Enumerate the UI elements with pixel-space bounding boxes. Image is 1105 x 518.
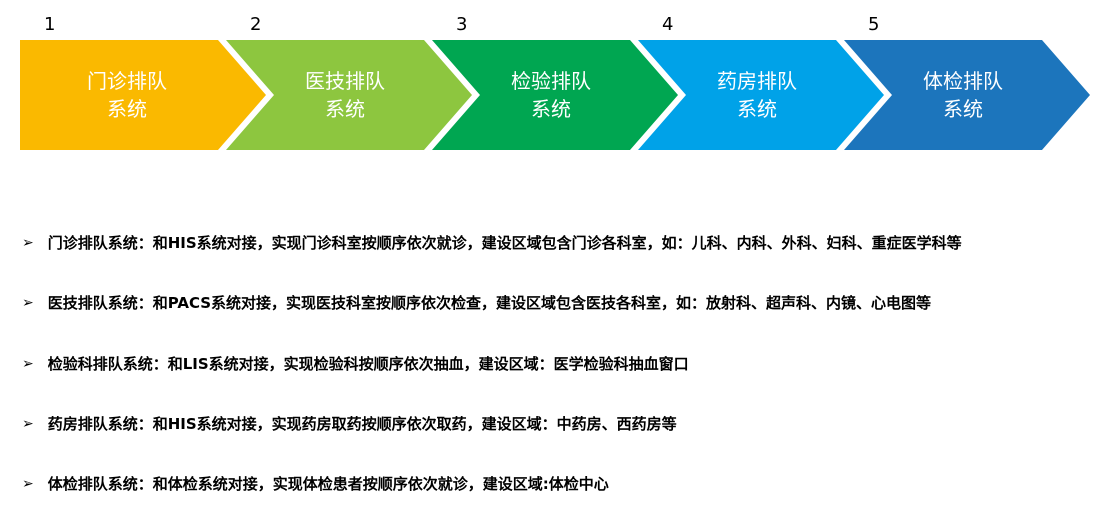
arrowhead-bullet-icon: ➢ [22, 235, 34, 251]
step-label-line1: 药房排队 [717, 69, 797, 93]
bullet-text: 医技排队系统：和PACS系统对接，实现医技科室按顺序依次检查，建设区域包含医技各… [47, 294, 932, 313]
step-label-line1: 检验排队 [511, 69, 591, 93]
step-physical-exam-queue: 5 体检排队 系统 [844, 12, 1090, 150]
step-label-line2: 系统 [107, 97, 147, 121]
list-item: ➢ 检验科排队系统：和LIS系统对接，实现检验科按顺序依次抽血，建设区域：医学检… [22, 354, 1081, 374]
bullet-list: ➢ 门诊排队系统：和HIS系统对接，实现门诊科室按顺序依次就诊，建设区域包含门诊… [0, 233, 1105, 494]
step-number: 4 [662, 14, 674, 35]
list-item: ➢ 门诊排队系统：和HIS系统对接，实现门诊科室按顺序依次就诊，建设区域包含门诊… [22, 233, 1081, 253]
step-number: 5 [868, 14, 880, 35]
arrowhead-bullet-icon: ➢ [22, 415, 34, 432]
arrowhead-bullet-icon: ➢ [22, 295, 34, 312]
step-number: 3 [456, 14, 468, 35]
step-label-line2: 系统 [531, 97, 571, 121]
list-item: ➢ 药房排队系统：和HIS系统对接，实现药房取药按顺序依次取药，建设区域：中药房… [22, 414, 1081, 434]
arrowhead-bullet-icon: ➢ [22, 355, 34, 372]
queue-system-flow-diagram: 1 门诊排队 系统 2 医技排队 系统 3 检验排队 系统 4 药房排队 系统 … [0, 0, 1105, 150]
list-item: ➢ 体检排队系统：和体检系统对接，实现体检患者按顺序依次就诊，建设区域:体检中心 [22, 474, 1081, 494]
step-number: 1 [44, 14, 56, 35]
bullet-text: 体检排队系统：和体检系统对接，实现体检患者按顺序依次就诊，建设区域:体检中心 [47, 475, 609, 493]
chevron-arrow-shape: 体检排队 系统 [844, 40, 1090, 150]
step-label-line2: 系统 [737, 97, 777, 121]
step-label-line1: 门诊排队 [87, 69, 167, 93]
step-pharmacy-queue: 4 药房排队 系统 [638, 12, 884, 150]
bullet-text: 门诊排队系统：和HIS系统对接，实现门诊科室按顺序依次就诊，建设区域包含门诊各科… [47, 234, 962, 252]
step-lab-queue: 3 检验排队 系统 [432, 12, 678, 150]
step-label-line1: 体检排队 [923, 69, 1003, 93]
step-label-line1: 医技排队 [305, 69, 385, 93]
arrowhead-bullet-icon: ➢ [22, 476, 34, 492]
step-medtech-queue: 2 医技排队 系统 [226, 12, 472, 150]
step-outpatient-queue: 1 门诊排队 系统 [20, 12, 266, 150]
chevron-arrow-shape: 门诊排队 系统 [20, 40, 266, 150]
step-number: 2 [250, 14, 262, 35]
step-label-line2: 系统 [325, 97, 365, 121]
bullet-text: 药房排队系统：和HIS系统对接，实现药房取药按顺序依次取药，建设区域：中药房、西… [47, 414, 677, 433]
list-item: ➢ 医技排队系统：和PACS系统对接，实现医技科室按顺序依次检查，建设区域包含医… [22, 293, 1081, 313]
bullet-text: 检验科排队系统：和LIS系统对接，实现检验科按顺序依次抽血，建设区域：医学检验科… [47, 354, 689, 373]
step-label-line2: 系统 [943, 97, 983, 121]
